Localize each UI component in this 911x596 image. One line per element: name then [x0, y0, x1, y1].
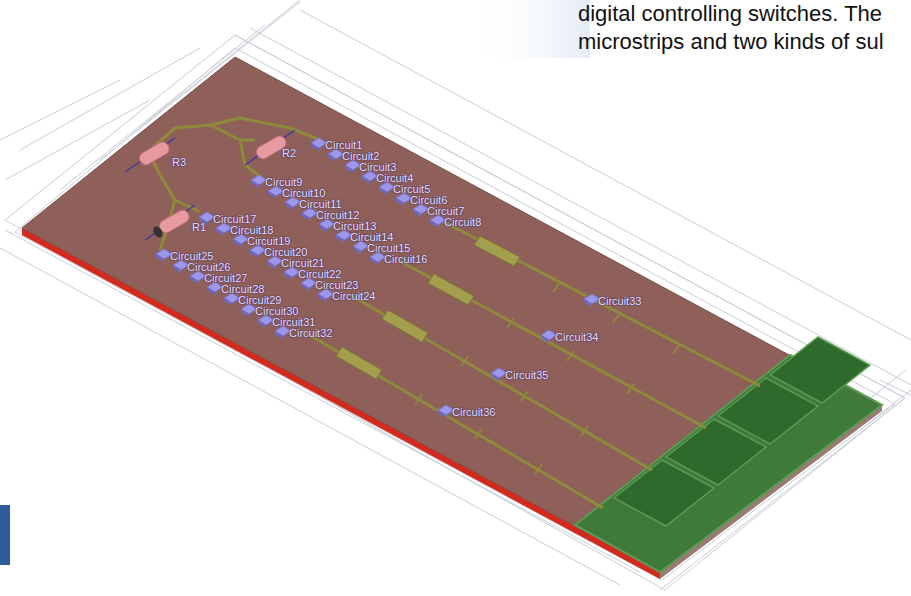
port-label: Circuit27: [204, 273, 247, 284]
circuit-block: [584, 299, 592, 307]
circuit-block: [173, 265, 181, 273]
circuit-block: [318, 294, 326, 302]
circuit-block: [319, 224, 327, 232]
slide-text: microstrips and two kinds of sul: [578, 30, 884, 54]
port-label: Circuit16: [384, 254, 427, 265]
circuit-block: [438, 410, 446, 418]
circuit-block: [251, 180, 259, 188]
circuit-block: [190, 276, 198, 284]
port-label: Circuit36: [452, 407, 495, 418]
port-label: Circuit30: [255, 306, 298, 317]
port-label: Circuit9: [265, 177, 302, 188]
radiating-patch: [614, 337, 870, 526]
circuit-block: [156, 254, 164, 262]
circuit-block: [207, 287, 215, 295]
slide-text: digital controlling switches. The: [578, 2, 882, 26]
circuit-block: [268, 191, 276, 199]
port-label: Circuit1: [325, 140, 362, 151]
slide-decoration: [0, 505, 10, 565]
circuit-block: [302, 213, 310, 221]
microstrip-stub: [415, 282, 680, 474]
port-label: Circuit11: [299, 199, 342, 210]
circuit-block: [284, 272, 292, 280]
substrate-board: [22, 57, 882, 572]
port-label: Circuit4: [376, 173, 413, 184]
circuit-block: [379, 187, 387, 195]
port-label: Circuit19: [247, 236, 290, 247]
microstrip: [150, 118, 760, 508]
port-label: Circuit28: [221, 284, 264, 295]
part-label: R1: [192, 222, 206, 233]
port-label: Circuit26: [187, 262, 230, 273]
circuit-block: [541, 335, 549, 343]
port-label: Circuit23: [315, 280, 358, 291]
circuit-block: [275, 331, 283, 339]
circuit-block: [370, 257, 378, 265]
circuit-block: [430, 220, 438, 228]
circuit-block: [491, 373, 499, 381]
port-label: Circuit17: [213, 214, 256, 225]
port-label: Circuit20: [264, 247, 307, 258]
circuit-block: [311, 143, 319, 151]
port-label: Circuit24: [332, 291, 375, 302]
part-label: R2: [282, 148, 296, 159]
circuit-block: [233, 239, 241, 247]
port-label: Circuit6: [410, 195, 447, 206]
port-label: Circuit18: [230, 225, 273, 236]
port-label: Circuit12: [316, 210, 359, 221]
circuit-block: [345, 165, 353, 173]
circuit-block: [362, 176, 370, 184]
port-label: Circuit32: [289, 328, 332, 339]
port-label: Circuit35: [505, 370, 548, 381]
circuit-block: [353, 246, 361, 254]
port-label: Circuit22: [298, 269, 341, 280]
circuit-block: [301, 283, 309, 291]
circuit-block: [216, 228, 224, 236]
port-label: Circuit25: [170, 251, 213, 262]
port-label: Circuit2: [342, 151, 379, 162]
port-label: Circuit13: [333, 221, 376, 232]
circuit-block: [328, 154, 336, 162]
circuit-block: [413, 209, 421, 217]
circuit-block: [285, 202, 293, 210]
slide-band: [470, 0, 590, 58]
port-label: Circuit14: [350, 232, 393, 243]
port-label: Circuit21: [281, 258, 324, 269]
circuit-block: [250, 250, 258, 258]
port-label: Circuit5: [393, 184, 430, 195]
port-label: Circuit10: [282, 188, 325, 199]
circuit-block: [267, 261, 275, 269]
port-label: Circuit8: [444, 217, 481, 228]
port-label: Circuit3: [359, 162, 396, 173]
circuit-block: [336, 235, 344, 243]
circuit-block: [396, 198, 404, 206]
circuit-block: [241, 309, 249, 317]
port-label: Circuit33: [598, 296, 641, 307]
port-label: Circuit34: [555, 332, 598, 343]
port-label: Circuit15: [367, 243, 410, 254]
port-label: Circuit7: [427, 206, 464, 217]
port-label: Circuit31: [272, 317, 315, 328]
microstrip-stub: [336, 236, 520, 379]
part-label: R3: [172, 157, 186, 168]
circuit-block: [258, 320, 266, 328]
port-label: Circuit29: [238, 295, 281, 306]
circuit-block: [224, 298, 232, 306]
